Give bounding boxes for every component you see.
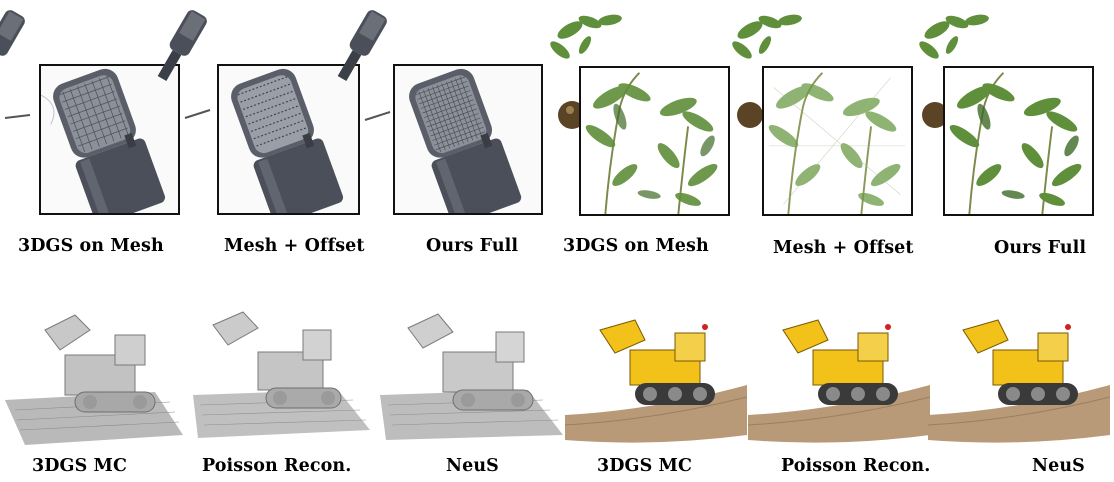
plant-zoom-inset: [579, 66, 730, 216]
caption-neus: NeuS: [1032, 456, 1085, 476]
plant-zoom-inset: [943, 66, 1094, 216]
caption-3dgs-on-mesh: 3DGS on Mesh: [18, 236, 164, 256]
caption-ours-full: Ours Full: [994, 238, 1087, 258]
lego-color-render: [564, 319, 748, 443]
lego-color-panel-neus: [927, 315, 1113, 450]
plant-panel-ours-full: [915, 0, 1114, 218]
lego-color-render: [747, 319, 931, 443]
mic-thumbnail: [157, 10, 211, 119]
plant-thumbnail: [919, 14, 989, 128]
caption-mesh-offset: Mesh + Offset: [773, 238, 914, 258]
plant-thumbnail: [732, 14, 802, 128]
mic-panel-3dgs-on-mesh: [0, 0, 180, 215]
mic-panel-mesh-offset: [157, 0, 360, 215]
mic-thumbnail: [0, 10, 31, 119]
caption-poisson-recon: Poisson Recon.: [781, 456, 931, 476]
caption-mesh-offset: Mesh + Offset: [224, 236, 365, 256]
mic-thumbnail: [337, 10, 391, 121]
caption-3dgs-mc: 3DGS MC: [32, 456, 128, 476]
lego-color-panel-poisson: [747, 315, 933, 450]
lego-mesh-panel-neus: [378, 310, 566, 448]
plant-zoom-inset: [762, 66, 913, 216]
mic-zoom-inset: [217, 64, 360, 215]
caption-neus: NeuS: [446, 456, 499, 476]
caption-3dgs-on-mesh: 3DGS on Mesh: [563, 236, 709, 256]
lego-mesh-panel-3dgs-mc: [5, 310, 185, 448]
lego-mesh-panel-poisson: [188, 310, 373, 448]
mic-zoom-inset: [39, 64, 180, 215]
lego-mesh-render: [380, 313, 563, 440]
plant-panel-mesh-offset: [730, 0, 915, 218]
lego-mesh-render: [5, 314, 183, 445]
mic-panel-ours-full: [337, 0, 545, 215]
caption-ours-full: Ours Full: [426, 236, 519, 256]
plant-panel-3dgs-on-mesh: [540, 0, 730, 218]
lego-color-panel-3dgs-mc: [564, 315, 750, 450]
caption-3dgs-mc: 3DGS MC: [597, 456, 693, 476]
mic-zoom-inset: [393, 64, 543, 215]
lego-color-render: [927, 319, 1111, 443]
lego-mesh-render: [193, 311, 370, 438]
caption-poisson-recon: Poisson Recon.: [202, 456, 352, 476]
